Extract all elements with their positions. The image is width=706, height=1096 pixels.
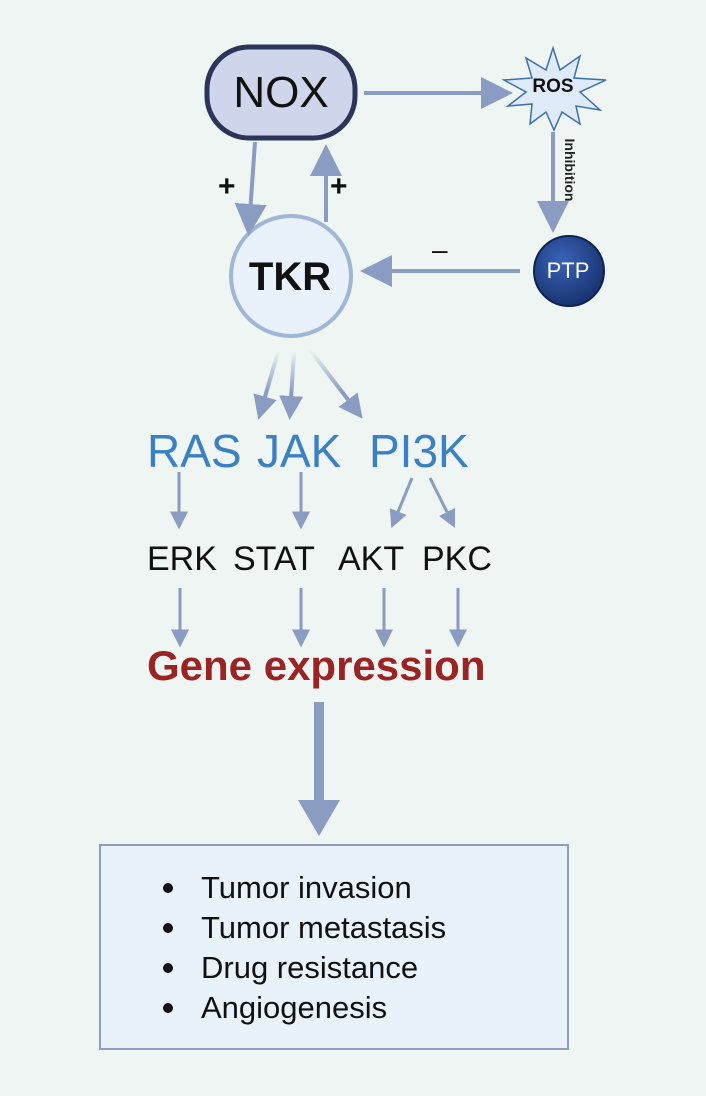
outcome-text: Drug resistance bbox=[201, 950, 419, 985]
nox-node bbox=[204, 44, 358, 141]
outcome-item: Drug resistance bbox=[163, 948, 446, 988]
inhibition-label: Inhibition bbox=[562, 138, 578, 202]
bullet-icon bbox=[163, 1003, 173, 1013]
big-arrow-shaft bbox=[314, 702, 324, 802]
bullet-icon bbox=[163, 883, 173, 893]
pathway-ras: RAS bbox=[147, 425, 242, 477]
tkr-label: TKR bbox=[248, 255, 332, 299]
outcomes-list: Tumor invasion Tumor metastasis Drug res… bbox=[163, 868, 446, 1028]
effector-stat: STAT bbox=[233, 540, 315, 578]
plus-label-tkr-nox: + bbox=[330, 170, 348, 203]
pathway-jak: JAK bbox=[257, 425, 342, 477]
arrow-nox-tkr bbox=[234, 141, 267, 236]
outcome-item: Angiogenesis bbox=[163, 988, 446, 1028]
arrow-pi3k-akt bbox=[389, 477, 414, 529]
plus-label-nox-tkr: + bbox=[218, 170, 236, 203]
effector-erk: ERK bbox=[147, 540, 217, 578]
bullet-icon bbox=[163, 923, 173, 933]
effector-akt: AKT bbox=[338, 540, 405, 578]
minus-label-ptp-tkr: – bbox=[432, 234, 448, 265]
gene-expression-label: Gene expression bbox=[147, 642, 486, 689]
ros-burst bbox=[501, 45, 607, 132]
arrow-pi3k-pkc bbox=[428, 477, 456, 529]
ptp-node bbox=[533, 235, 605, 307]
effector-pkc: PKC bbox=[422, 540, 492, 578]
pathway-pi3k: PI3K bbox=[369, 425, 469, 477]
tkr-node bbox=[229, 214, 353, 338]
big-arrow-head bbox=[298, 800, 340, 836]
outcome-text: Angiogenesis bbox=[201, 990, 388, 1025]
arrow-tkr-jak bbox=[279, 351, 304, 420]
nox-label: NOX bbox=[233, 67, 329, 117]
outcomes-box: Tumor invasion Tumor metastasis Drug res… bbox=[99, 844, 569, 1050]
outcome-text: Tumor metastasis bbox=[201, 910, 447, 945]
bullet-icon bbox=[163, 963, 173, 973]
outcome-item: Tumor invasion bbox=[163, 868, 446, 908]
ptp-label: PTP bbox=[546, 258, 590, 283]
outcome-text: Tumor invasion bbox=[201, 870, 412, 905]
outcome-item: Tumor metastasis bbox=[163, 908, 446, 948]
arrow-tkr-pi3k bbox=[308, 348, 363, 419]
ros-label: ROS bbox=[532, 76, 574, 97]
arrow-tkr-ras bbox=[253, 351, 280, 420]
